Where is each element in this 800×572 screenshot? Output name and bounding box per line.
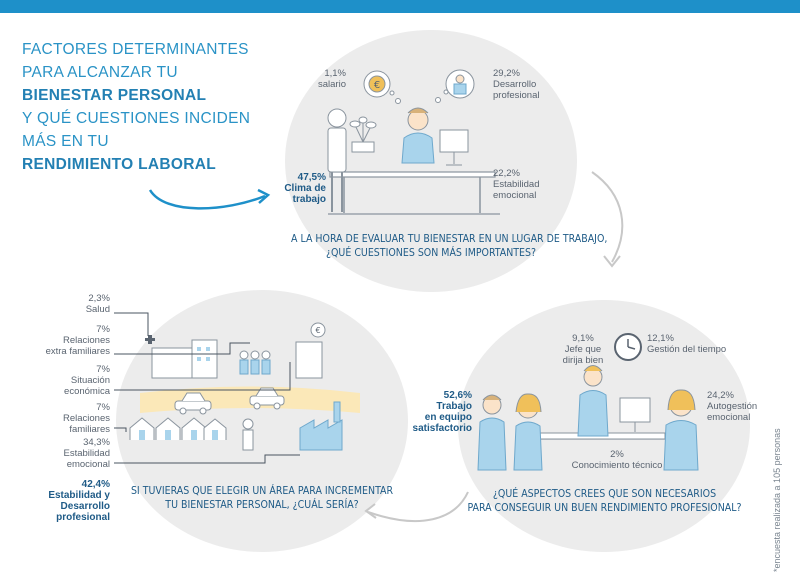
flow-arrow-1 [591, 171, 624, 263]
s3-familiares-label-2: familiares [69, 424, 110, 435]
professional-development-icon [445, 69, 475, 99]
s1-salario-label: salario [318, 79, 346, 90]
s2-item-jefe: 9,1% Jefe que dirija bien [553, 333, 613, 366]
s1-item-desarrollo: 29,2% Desarrollo profesional [493, 68, 563, 101]
s1-desarrollo-pct: 29,2% [493, 68, 520, 79]
euro-icon: € [363, 70, 391, 98]
s3-extra-label-1: Relaciones [63, 335, 110, 346]
s1-item-salario: 1,1% salario [300, 68, 346, 90]
title-line-6: RENDIMIENTO LABORAL [22, 156, 216, 173]
s3-familiares-label-1: Relaciones [63, 413, 110, 424]
title-line-4: Y QUÉ CUESTIONES INCIDEN [22, 110, 251, 127]
s2-jefe-label-2: dirija bien [562, 355, 604, 366]
s3-item-salud: 2,3% Salud [30, 293, 110, 315]
s3-extra-label-2: extra familiares [45, 346, 110, 357]
s3-salud-pct: 2,3% [88, 293, 110, 304]
s3-estabilidad-pct: 34,3% [83, 437, 110, 448]
s2-equipo-label-3: satisfactorio [412, 423, 472, 434]
title-line-5: MÁS EN TU [22, 133, 109, 150]
s2-item-autogestion: 24,2% Autogestión emocional [707, 390, 777, 423]
s3-question: Si tuvieras que elegir un área para incr… [121, 484, 403, 512]
section3-scene: € [129, 322, 360, 451]
title-line-1: FACTORES DETERMINANTES [22, 41, 249, 58]
s3-desarrollo-pct: 42,4% [81, 479, 110, 490]
s3-salud-label: Salud [85, 304, 110, 315]
s1-clima-label-2: trabajo [292, 194, 326, 205]
s3-question-line-2: tu bienestar personal, ¿cuál sería? [165, 499, 359, 511]
s2-item-tiempo: 12,1% Gestión del tiempo [647, 333, 747, 355]
s1-question-line-1: A la hora de evaluar tu bienestar en un … [291, 233, 608, 245]
s2-jefe-pct: 9,1% [572, 333, 594, 344]
s3-item-familiares: 7% Relaciones familiares [30, 402, 110, 435]
s1-salario-pct: 1,1% [324, 68, 346, 79]
s1-question: A la hora de evaluar tu bienestar en un … [291, 232, 608, 260]
s2-autogestion-label-2: emocional [707, 412, 751, 423]
s3-desarrollo-label-2: Desarrollo profesional [56, 501, 110, 523]
s3-economica-label-2: económica [64, 386, 110, 397]
computer-icon [439, 129, 469, 166]
s3-item-desarrollo: 42,4% Estabilidad y Desarrollo profesion… [4, 479, 110, 523]
s2-item-conocimiento: 2% Conocimiento técnico [565, 449, 669, 471]
s3-economica-pct: 7% [96, 364, 110, 375]
s3-item-estabilidad-emocional: 34,3% Estabilidad emocional [30, 437, 110, 470]
s2-question-line-2: para conseguir un buen rendimiento profe… [467, 502, 742, 514]
s1-desarrollo-label-2: profesional [493, 90, 540, 101]
s1-estabilidad-label-2: emocional [493, 190, 537, 201]
s2-conocimiento-label: Conocimiento técnico [571, 460, 663, 471]
survey-footnote: *encuesta realizada a 105 personas [772, 428, 782, 572]
s1-desarrollo-label-1: Desarrollo [493, 79, 537, 90]
title-arrow [148, 189, 266, 210]
person-icon [239, 350, 271, 375]
s3-extra-pct: 7% [96, 324, 110, 335]
s2-equipo-label-2: en equipo [424, 412, 472, 423]
section1-scene: € [327, 69, 500, 215]
s1-estabilidad-pct: 22,2% [493, 168, 520, 179]
s3-item-economica: 7% Situación económica [30, 364, 110, 397]
s1-item-clima: 47,5% Clima de trabajo [268, 172, 326, 205]
s2-question-line-1: ¿Qué aspectos crees que son necesarios [492, 488, 717, 500]
s3-desarrollo-label-1: Estabilidad y [48, 490, 110, 501]
s3-estabilidad-label-2: emocional [66, 459, 110, 470]
s3-item-extra-familiares: 7% Relaciones extra familiares [30, 324, 110, 357]
title-line-2: PARA ALCANZAR TU [22, 64, 178, 81]
factory-icon [299, 401, 343, 451]
s2-jefe-label-1: Jefe que [564, 344, 602, 355]
s1-item-estabilidad: 22,2% Estabilidad emocional [493, 168, 563, 201]
s2-tiempo-pct: 12,1% [647, 333, 674, 344]
page-title: FACTORES DETERMINANTES PARA ALCANZAR TU … [22, 38, 262, 176]
s1-estabilidad-label-1: Estabilidad [493, 179, 540, 190]
s2-equipo-pct: 52,6% [443, 390, 472, 401]
s3-estabilidad-label-1: Estabilidad [63, 448, 110, 459]
s2-tiempo-label: Gestión del tiempo [647, 344, 727, 355]
clock-icon [614, 333, 642, 361]
svg-text:€: € [374, 80, 380, 91]
s1-clima-pct: 47,5% [297, 172, 326, 183]
section3-leader-lines [114, 312, 300, 464]
s2-autogestion-label-1: Autogestión [707, 401, 758, 412]
s3-economica-label-1: Situación [70, 375, 110, 386]
s1-question-line-2: ¿qué cuestiones son más importantes? [325, 247, 537, 259]
s2-question: ¿Qué aspectos crees que son necesarios p… [462, 487, 747, 515]
house-icon [129, 417, 227, 440]
s3-familiares-pct: 7% [96, 402, 110, 413]
top-bar [0, 0, 800, 13]
s1-clima-label-1: Clima de [284, 183, 326, 194]
s2-item-equipo: 52,6% Trabajo en equipo satisfactorio [400, 390, 472, 434]
section2-scene [477, 333, 699, 471]
title-line-3: BIENESTAR PERSONAL [22, 87, 207, 104]
svg-text:€: € [315, 326, 320, 335]
flow-arrow-2 [367, 491, 469, 523]
car-icon [174, 387, 285, 415]
plant-icon [349, 116, 377, 153]
s2-conocimiento-pct: 2% [610, 449, 624, 460]
s3-question-line-1: Si tuvieras que elegir un área para incr… [130, 485, 394, 497]
s2-equipo-label-1: Trabajo [436, 401, 472, 412]
hospital-icon [145, 335, 218, 379]
s2-autogestion-pct: 24,2% [707, 390, 734, 401]
